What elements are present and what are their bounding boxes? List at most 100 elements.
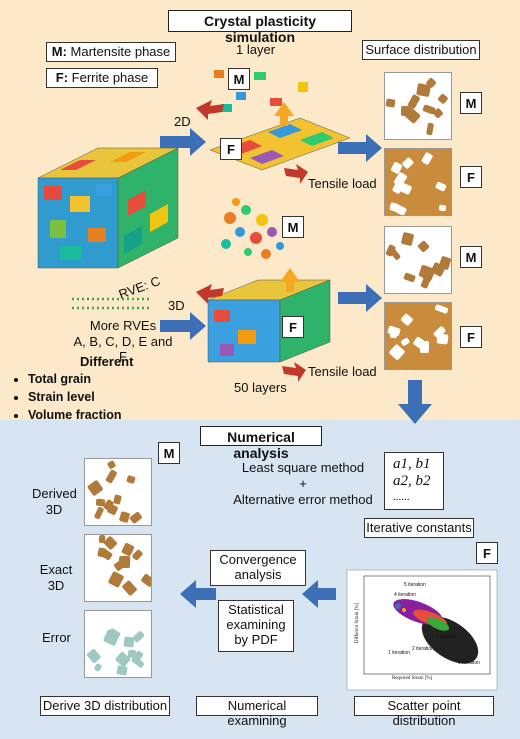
- orange-arrow-3d: [280, 268, 300, 292]
- constants-line2: a2, b2: [393, 473, 431, 490]
- legend-ferrite: F: Ferrite phase: [46, 68, 158, 88]
- tag-m-3d: M: [282, 216, 304, 238]
- tag-f-surface-1: F: [460, 166, 482, 188]
- scatter-ylabel: Different Strain [%]: [355, 602, 361, 644]
- tensile-load-2d: Tensile load: [308, 176, 377, 191]
- grain-patch: [93, 506, 105, 521]
- flow-arrows: [160, 128, 432, 608]
- grain-patch: [439, 204, 448, 213]
- grain-patch: [435, 181, 447, 192]
- grain-patch: [113, 494, 122, 505]
- error-map: [84, 610, 152, 678]
- scatter-annot-4: 4 iteration: [394, 592, 416, 598]
- grain-patch: [400, 231, 415, 247]
- scatter-annot-0: 0 iteration: [458, 660, 480, 666]
- one-layer-label: 1 layer: [236, 42, 276, 57]
- constants-dots: ......: [393, 490, 410, 503]
- grain-patch: [400, 312, 414, 326]
- crystal-plasticity-title: Crystal plasticity simulation: [168, 10, 352, 45]
- grain-patch: [126, 475, 136, 485]
- tensile-load-3d: Tensile load: [308, 364, 377, 379]
- layer-plate-2d: [209, 117, 351, 171]
- grain-patch: [132, 657, 145, 669]
- grain-patch: [401, 156, 415, 169]
- grain-patch: [434, 303, 449, 314]
- scatter-annot-1: 1 iteration: [388, 650, 410, 656]
- grain-patch: [420, 152, 434, 167]
- constants-line1: a1, b1: [393, 456, 431, 472]
- legend-m-key: M:: [51, 44, 67, 59]
- grain-patch: [105, 468, 118, 483]
- grain-patch: [140, 573, 151, 588]
- grain-patch: [128, 511, 143, 525]
- grain-patch: [400, 337, 411, 348]
- surface-map-3d-ferrite: [384, 302, 452, 370]
- surface-distribution-label: Surface distribution: [362, 40, 480, 60]
- grain-patch: [388, 343, 405, 361]
- derived-3d-label: Derived 3D: [32, 486, 77, 517]
- grain-patch: [118, 510, 130, 523]
- rve-cube: [37, 147, 179, 269]
- grain-patch: [389, 330, 398, 339]
- surface-map-2d-ferrite: [384, 148, 452, 216]
- label-3d: 3D: [168, 298, 185, 313]
- scatter-plot: [346, 569, 498, 691]
- grain-patch: [106, 460, 117, 470]
- grain-patch: [86, 479, 104, 497]
- grain-patch: [86, 647, 102, 663]
- grain-patch: [131, 630, 145, 644]
- tag-f-3d: F: [282, 316, 304, 338]
- alt-error-label: Alternative error method: [233, 492, 373, 507]
- convergence-box: Convergence analysis: [210, 550, 306, 586]
- grain-patch: [397, 181, 413, 196]
- legend-f-key: F:: [55, 70, 69, 85]
- grain-patch: [437, 93, 449, 105]
- statistical-box: Statistical examining by PDF: [218, 600, 294, 652]
- exact-3d-map: [84, 534, 152, 602]
- iterative-constants-label: Iterative constants: [364, 518, 474, 538]
- scatter-caption: Scatter point distribution: [354, 696, 494, 728]
- fifty-layers-label: 50 layers: [234, 380, 287, 395]
- scatter-annot-2: 2 iteration: [412, 646, 434, 652]
- tag-m-surface-2: M: [460, 246, 482, 268]
- tag-f-2d: F: [220, 138, 242, 160]
- load-arrow-2d-left: [196, 100, 224, 120]
- grain-patch: [121, 579, 138, 597]
- property-item: Total grain: [28, 370, 122, 388]
- grain-patch: [422, 104, 437, 115]
- least-square-label: Least square method: [241, 460, 365, 475]
- grain-patch: [420, 341, 429, 354]
- property-item: Volume fraction: [28, 406, 122, 424]
- error-label: Error: [42, 630, 71, 645]
- scatter-xlabel: Required Strain [%]: [392, 676, 433, 681]
- plus-label: +: [299, 476, 307, 491]
- tag-m-bottom: M: [158, 442, 180, 464]
- tag-f-surface-2: F: [460, 326, 482, 348]
- load-arrow-2d-right: [284, 164, 308, 184]
- grain-patch: [416, 82, 431, 97]
- grain-patch: [401, 105, 411, 116]
- more-rves-line1: More RVEs: [89, 318, 157, 333]
- grain-patch: [403, 271, 417, 283]
- grain-patch: [93, 662, 103, 672]
- martensite-grains-3d: [221, 198, 284, 259]
- legend-f-text: Ferrite phase: [71, 70, 149, 85]
- more-rves-line2: A, B, C, D, E and F: [73, 333, 173, 365]
- grain-patch: [118, 556, 131, 569]
- property-item: Strain level: [28, 388, 122, 406]
- surface-map-2d-martensite: [384, 72, 452, 140]
- constants-box: a1, b1 a2, b2 ......: [384, 452, 444, 510]
- load-arrow-3d-left: [196, 284, 224, 304]
- numerical-caption: Numerical examining: [196, 696, 318, 728]
- grain-patch: [385, 98, 396, 109]
- surface-map-3d-martensite: [384, 226, 452, 294]
- tag-f-bottom: F: [476, 542, 498, 564]
- legend-martensite: M: Martensite phase: [46, 42, 176, 62]
- derive-caption: Derive 3D distribution: [40, 696, 170, 716]
- grain-patch: [131, 548, 144, 561]
- different-label: Different: [80, 354, 134, 369]
- derived-3d-map: [84, 458, 152, 526]
- scatter-annot-5: 5 iteration: [404, 582, 426, 588]
- load-arrow-3d-right: [282, 362, 306, 382]
